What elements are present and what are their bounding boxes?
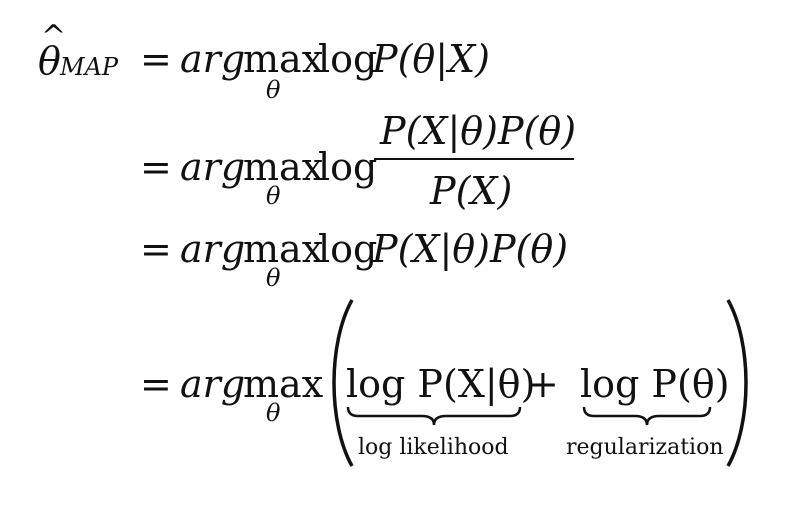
max-subscript-theta: θ [266, 76, 281, 104]
brace-label-likelihood: log likelihood [358, 435, 509, 460]
lhs-subscript: MAP [60, 53, 119, 81]
arg-text: arg [180, 37, 246, 81]
log-function: log [318, 227, 378, 271]
equals-sign: = [140, 37, 172, 81]
equals-sign: = [140, 227, 172, 271]
posterior-expression: P(θ|X) [372, 37, 490, 81]
max-operator: max [243, 37, 324, 81]
arg-text: arg [180, 227, 246, 271]
log-function: log [318, 37, 378, 81]
log-function: log [318, 145, 378, 189]
fraction-bar [374, 158, 574, 160]
underbrace-likelihood [346, 406, 522, 426]
arg-text: arg [180, 362, 246, 406]
arg-text: arg [180, 145, 246, 189]
equals-sign: = [140, 362, 172, 406]
plus-sign: + [527, 362, 559, 406]
max-subscript-theta: θ [266, 399, 281, 427]
likelihood-prior-product: P(X|θ)P(θ) [372, 227, 569, 271]
log-likelihood-term: log P(X|θ) [346, 362, 536, 406]
fraction-denominator: P(X) [430, 169, 513, 213]
underbrace-regularization [582, 406, 712, 426]
max-subscript-theta: θ [266, 264, 281, 292]
brace-label-regularization: regularization [566, 435, 724, 460]
theta-symbol: θ [38, 39, 61, 83]
max-operator: max [243, 227, 324, 271]
left-big-paren [332, 299, 354, 467]
fraction-numerator: P(X|θ)P(θ) [380, 109, 577, 153]
max-operator: max [243, 362, 324, 406]
hat-accent: ^ [41, 19, 67, 54]
log-prior-term: log P(θ) [580, 362, 730, 406]
max-subscript-theta: θ [266, 182, 281, 210]
max-operator: max [243, 145, 324, 189]
equals-sign: = [140, 145, 172, 189]
right-big-paren [726, 299, 748, 467]
